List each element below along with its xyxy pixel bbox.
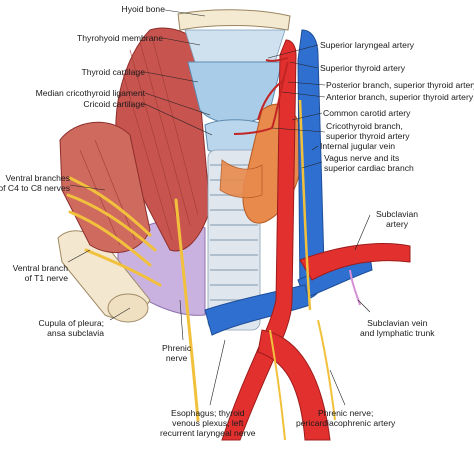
label-subclavian-vein: Subclavian vein and lymphatic trunk — [360, 318, 435, 338]
label-ventral-branches-c4-c8: Ventral branches of C4 to C8 nerves — [0, 173, 70, 193]
label-subclavian-artery: Subclavian artery — [376, 209, 419, 229]
label-superior-thyroid-artery: Superior thyroid artery — [320, 63, 406, 73]
label-superior-laryngeal-artery: Superior laryngeal artery — [320, 40, 415, 50]
label-cricothyroid-branch: Cricothyroid branch, superior thyroid ar… — [326, 121, 410, 141]
subclavian-artery-shape — [299, 243, 411, 281]
label-esophagus: Esophagus; thyroid venous plexus; left r… — [160, 408, 256, 438]
label-cupula-of-pleura: Cupula of pleura; ansa subclavia — [38, 318, 104, 338]
label-hyoid-bone: Hyoid bone — [121, 4, 165, 14]
scalene-muscle — [59, 121, 151, 253]
label-internal-jugular-vein: Internal jugular vein — [320, 141, 396, 151]
label-phrenic-nerve-pericardiacophrenic: Phrenic nerve; pericardiacophrenic arter… — [296, 408, 396, 428]
label-posterior-branch: Posterior branch, superior thyroid arter… — [326, 80, 474, 90]
label-median-cricothyroid-ligament: Median cricothyroid ligament — [35, 88, 145, 98]
thyroid-isthmus — [219, 159, 263, 199]
label-anterior-branch: Anterior branch, superior thyroid artery — [326, 92, 474, 102]
label-ventral-branch-t1: Ventral branch of T1 nerve — [12, 263, 68, 283]
label-common-carotid-artery: Common carotid artery — [323, 108, 411, 118]
label-thyroid-cartilage: Thyroid cartilage — [81, 67, 145, 77]
hyoid-bone-shape — [177, 9, 291, 31]
label-phrenic-nerve-left: Phrenic nerve — [162, 343, 192, 363]
label-vagus-nerve: Vagus nerve and its superior cardiac bra… — [324, 153, 414, 173]
subclavian-artery-descending — [257, 329, 331, 441]
label-cricoid-cartilage: Cricoid cartilage — [83, 99, 145, 109]
label-thyrohyoid-membrane: Thyrohyoid membrane — [77, 33, 163, 43]
